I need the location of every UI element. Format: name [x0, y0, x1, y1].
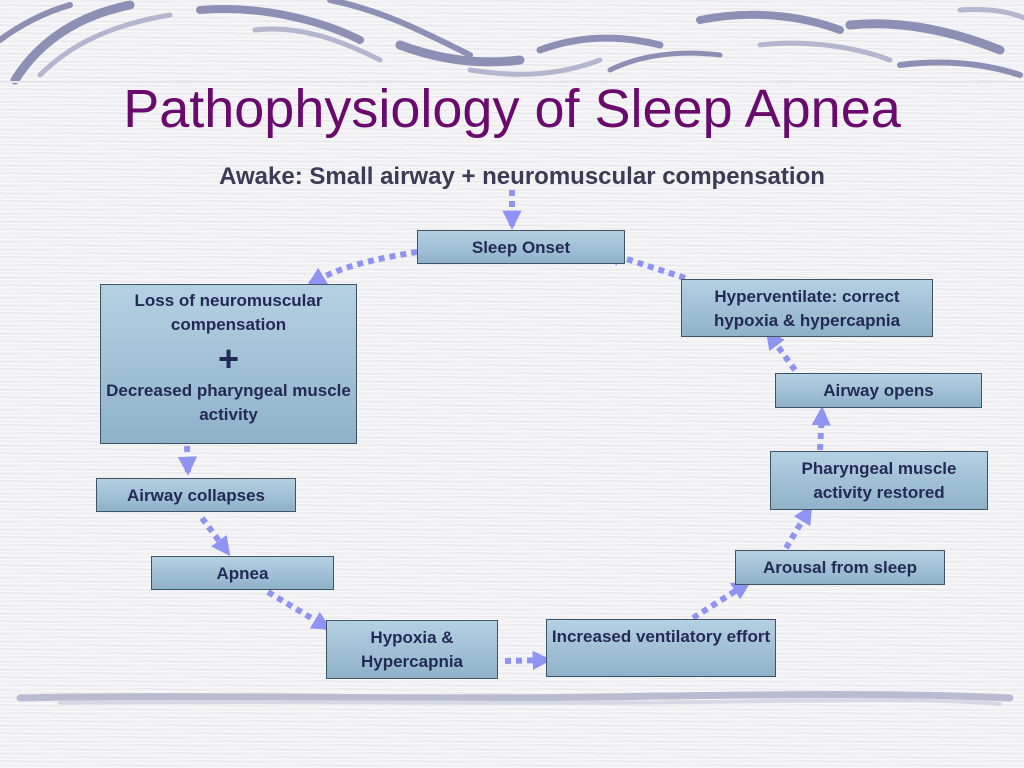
arrow-apnea-to-hypoxia	[266, 589, 332, 631]
arrow-effort-to-arousal	[691, 580, 752, 621]
node-label: Hyperventilate: correct hypoxia & hyperc…	[713, 287, 901, 330]
node-label: Airway opens	[823, 381, 934, 400]
node-airway-collapses: Airway collapses	[96, 478, 296, 512]
arrow-hypoxia-to-effort	[504, 650, 552, 670]
node-loss-of-compensation: Loss of neuromuscular compensation + Dec…	[100, 284, 357, 444]
node-label: Sleep Onset	[471, 238, 571, 257]
slide-subtitle: Awake: Small airway + neuromuscular comp…	[219, 163, 825, 190]
node-label: Airway collapses	[127, 486, 265, 505]
node-hyperventilate: Hyperventilate: correct hypoxia & hyperc…	[681, 279, 933, 337]
arrow-loss-to-collapse	[177, 445, 198, 476]
node-label: Hypoxia & Hypercapnia	[360, 628, 464, 671]
node-label: Decreased pharyngeal muscle activity	[106, 381, 351, 424]
arrow-arousal-to-restored	[783, 504, 813, 550]
node-arousal-from-sleep: Arousal from sleep	[735, 550, 945, 585]
arrow-sleep-onset-to-loss	[306, 249, 418, 287]
node-pharyngeal-activity-restored: Pharyngeal muscle activity restored	[770, 451, 988, 510]
slide-title: Pathophysiology of Sleep Apnea	[123, 79, 901, 139]
node-label: Arousal from sleep	[763, 558, 917, 577]
arrow-opens-to-hyperventilate	[765, 329, 798, 372]
node-label: Increased ventilatory effort	[551, 627, 771, 646]
node-label: Pharyngeal muscle activity restored	[801, 459, 957, 502]
plus-sign: +	[217, 338, 240, 379]
node-label: Loss of neuromuscular compensation	[134, 291, 323, 334]
node-label: Apnea	[216, 564, 269, 583]
arrow-restored-to-opens	[811, 406, 831, 451]
node-increased-ventilatory-effort: Increased ventilatory effort	[546, 619, 776, 677]
node-airway-opens: Airway opens	[775, 373, 982, 408]
node-hypoxia-hypercapnia: Hypoxia & Hypercapnia	[326, 620, 498, 679]
arrow-collapse-to-apnea	[199, 516, 231, 557]
node-sleep-onset: Sleep Onset	[417, 230, 625, 264]
node-apnea: Apnea	[151, 556, 334, 590]
